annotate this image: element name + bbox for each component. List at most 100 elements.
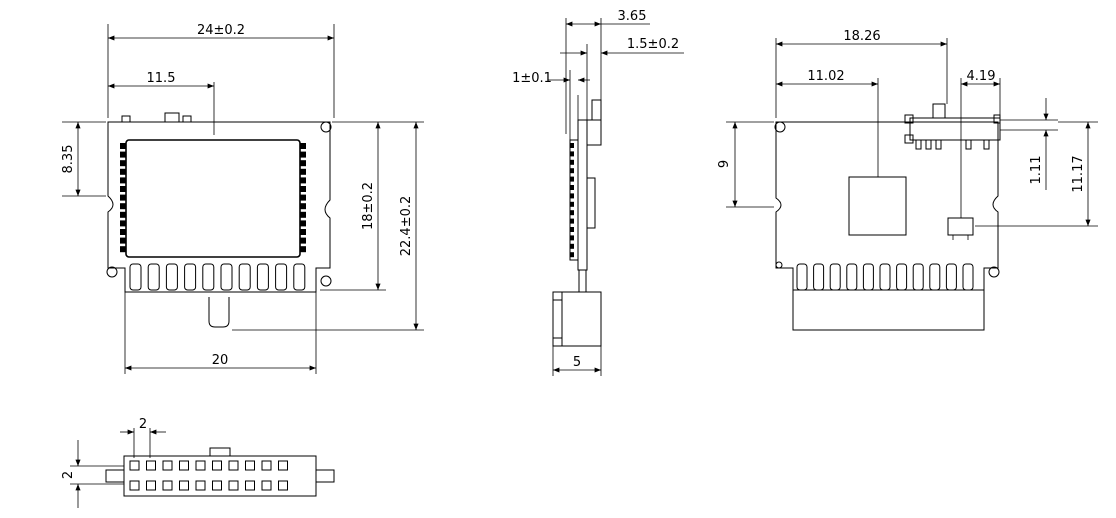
switch-pin bbox=[983, 139, 990, 150]
side-connector bbox=[552, 270, 602, 347]
dim-connector-pitch: 2 bbox=[139, 417, 147, 432]
back-chip bbox=[848, 176, 907, 236]
side-contact bbox=[570, 252, 574, 258]
back-pin bbox=[879, 263, 891, 291]
dim-back-center: 11.02 bbox=[807, 69, 844, 84]
back-pin bbox=[896, 263, 908, 291]
lcd-contact bbox=[120, 143, 126, 149]
lcd-contact bbox=[300, 151, 306, 158]
connector-pin bbox=[179, 480, 189, 491]
side-contact bbox=[570, 151, 574, 157]
lcd-contact bbox=[300, 177, 306, 184]
back-hole-bottom-left bbox=[775, 261, 783, 269]
lcd-contact bbox=[120, 229, 126, 235]
dim-front-total-height: 22.4±0.2 bbox=[399, 196, 414, 257]
back-pin bbox=[945, 263, 957, 291]
lcd-contact bbox=[300, 229, 306, 235]
lcd-contact bbox=[120, 237, 126, 244]
connector-pin bbox=[162, 460, 173, 471]
lcd-contact bbox=[300, 211, 306, 218]
lcd-contact bbox=[120, 203, 126, 210]
connector-left-ear bbox=[105, 469, 125, 483]
lcd-contact bbox=[120, 194, 126, 201]
dim-side-top: 3.65 bbox=[618, 9, 647, 24]
dim-front-width: 24±0.2 bbox=[197, 23, 245, 38]
front-pin bbox=[275, 263, 288, 291]
lcd-contact bbox=[300, 246, 306, 253]
front-hole-bottom-left bbox=[106, 266, 118, 278]
lcd-contact bbox=[120, 211, 126, 218]
lcd-contact bbox=[120, 246, 126, 253]
front-pin bbox=[184, 263, 197, 291]
connector-pin bbox=[212, 460, 222, 471]
dim-back-width: 18.26 bbox=[843, 29, 880, 44]
lcd-contact bbox=[300, 237, 306, 244]
connector-pins bbox=[129, 460, 288, 491]
side-contact bbox=[570, 235, 574, 241]
back-pin bbox=[846, 263, 858, 291]
switch-pin bbox=[904, 114, 914, 124]
connector-pin bbox=[195, 480, 206, 491]
front-pin bbox=[293, 263, 306, 291]
switch-pin bbox=[965, 139, 972, 150]
lcd-contacts-left bbox=[120, 143, 126, 253]
back-view: 18.26 11.02 4.19 9 1.11 11.17 bbox=[717, 29, 1098, 331]
dim-front-body-height: 18±0.2 bbox=[361, 182, 376, 230]
front-pin bbox=[147, 263, 160, 291]
back-body-outline bbox=[775, 121, 999, 291]
back-pin bbox=[829, 263, 841, 291]
dim-connector-row-spacing: 2 bbox=[61, 471, 76, 479]
connector-pin bbox=[261, 480, 272, 491]
side-contact bbox=[570, 176, 574, 182]
side-contact bbox=[570, 159, 574, 165]
connector-pin bbox=[179, 460, 189, 471]
back-pins bbox=[796, 263, 974, 291]
side-lcd bbox=[569, 139, 579, 261]
switch-pin bbox=[915, 139, 922, 150]
back-pin bbox=[912, 263, 924, 291]
front-hole-top-right bbox=[320, 121, 332, 133]
lcd-contact bbox=[300, 220, 306, 227]
connector-pin bbox=[228, 460, 239, 471]
side-contact bbox=[570, 227, 574, 232]
dim-back-small: 4.19 bbox=[967, 69, 996, 84]
side-contact bbox=[570, 168, 574, 174]
side-contact bbox=[570, 218, 574, 224]
connector-pin bbox=[245, 460, 255, 471]
switch-pin bbox=[904, 134, 914, 144]
front-center-tab bbox=[208, 297, 230, 328]
side-contact bbox=[570, 193, 574, 199]
back-switch-knob bbox=[932, 103, 946, 119]
lcd-contact bbox=[120, 186, 126, 192]
connector-view: 2 2 bbox=[61, 417, 335, 508]
dim-back-111: 1.11 bbox=[1029, 156, 1044, 185]
connector-pin bbox=[162, 480, 173, 491]
connector-right-ear bbox=[315, 469, 335, 483]
side-contact bbox=[570, 243, 574, 249]
front-pin bbox=[238, 263, 251, 291]
front-top-small-right bbox=[182, 115, 192, 123]
lcd-contact bbox=[300, 194, 306, 201]
front-pin bbox=[129, 263, 142, 291]
connector-pin bbox=[261, 460, 272, 471]
back-switch-pins bbox=[904, 114, 1001, 150]
front-hole-bottom-right bbox=[320, 275, 332, 287]
dim-side-pcb: 1±0.1 bbox=[512, 71, 552, 86]
back-connector-outline bbox=[792, 289, 985, 331]
lcd-window bbox=[125, 139, 301, 258]
lcd-contact bbox=[300, 143, 306, 149]
switch-pin bbox=[935, 139, 942, 150]
front-pin bbox=[256, 263, 269, 291]
side-contact bbox=[570, 201, 574, 207]
back-small-part bbox=[947, 217, 974, 236]
lcd-contacts-right bbox=[300, 143, 306, 253]
dim-back-1117: 11.17 bbox=[1071, 155, 1086, 192]
connector-pin bbox=[228, 480, 239, 491]
back-pin bbox=[862, 263, 874, 291]
side-chip bbox=[586, 177, 596, 229]
dim-front-left-height: 8.35 bbox=[61, 145, 76, 174]
side-view: 3.65 1.5±0.2 1±0.1 5 bbox=[512, 9, 684, 376]
lcd-contact bbox=[300, 168, 306, 175]
side-small-part bbox=[591, 99, 602, 121]
